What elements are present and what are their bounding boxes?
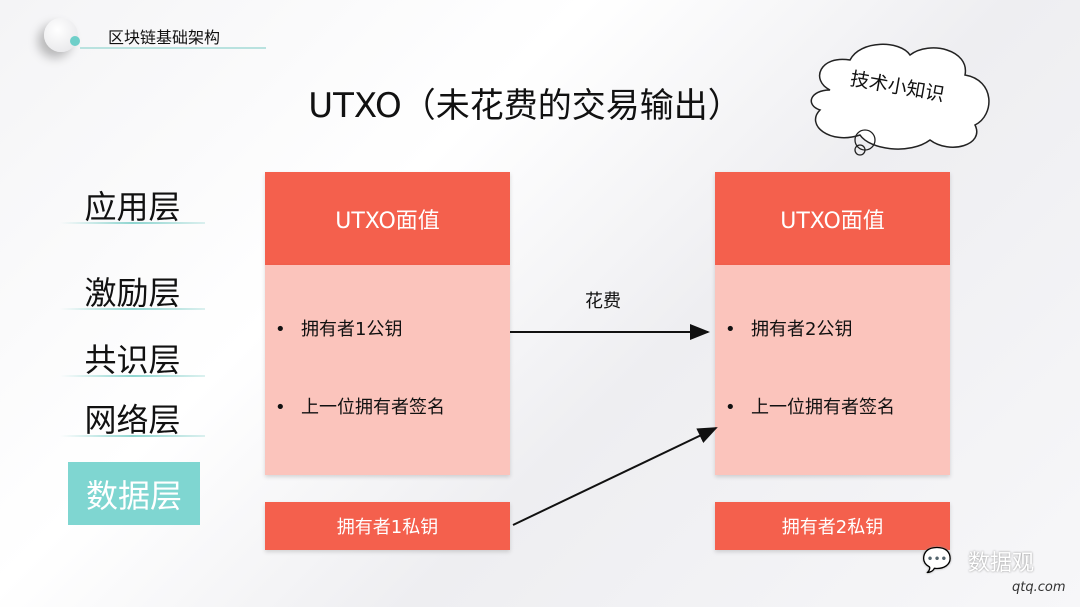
divider — [60, 435, 205, 437]
divider — [60, 222, 205, 224]
decorative-orb — [44, 18, 78, 52]
divider — [80, 47, 266, 49]
breadcrumb: 区块链基础架构 — [108, 28, 221, 47]
right-utxo-card: UTXO面值 •拥有者2公钥 •上一位拥有者签名 — [715, 172, 950, 475]
thought-cloud-icon — [810, 43, 990, 156]
bullet-item: •拥有者1公钥 — [275, 319, 403, 340]
arrow-label: 花费 — [585, 291, 621, 312]
watermark-url: qtq.com — [1012, 580, 1066, 595]
utxo-body: •拥有者1公钥 •上一位拥有者签名 — [265, 265, 510, 475]
layer-consensus[interactable]: 共识层 — [84, 341, 181, 379]
divider — [60, 308, 205, 310]
utxo-body: •拥有者2公钥 •上一位拥有者签名 — [715, 265, 950, 475]
private-key-box: 拥有者1私钥 — [265, 502, 510, 550]
layer-data-active[interactable]: 数据层 — [68, 462, 200, 525]
utxo-header: UTXO面值 — [265, 172, 510, 265]
layer-network[interactable]: 网络层 — [84, 401, 181, 439]
layer-incentive[interactable]: 激励层 — [84, 274, 181, 312]
private-key-box: 拥有者2私钥 — [715, 502, 950, 550]
wechat-icon: 💬 — [922, 546, 952, 574]
watermark-name: 数据观 — [968, 551, 1035, 576]
bullet-item: •上一位拥有者签名 — [275, 397, 445, 418]
bullet-item: •拥有者2公钥 — [725, 319, 853, 340]
bullet-item: •上一位拥有者签名 — [725, 397, 895, 418]
page-title: UTXO（未花费的交易输出） — [308, 86, 742, 126]
layer-application[interactable]: 应用层 — [84, 188, 181, 226]
sign-arrow — [512, 427, 718, 526]
left-utxo-card: UTXO面值 •拥有者1公钥 •上一位拥有者签名 — [265, 172, 510, 475]
decorative-dot — [70, 36, 80, 46]
divider — [60, 375, 205, 377]
utxo-header: UTXO面值 — [715, 172, 950, 265]
